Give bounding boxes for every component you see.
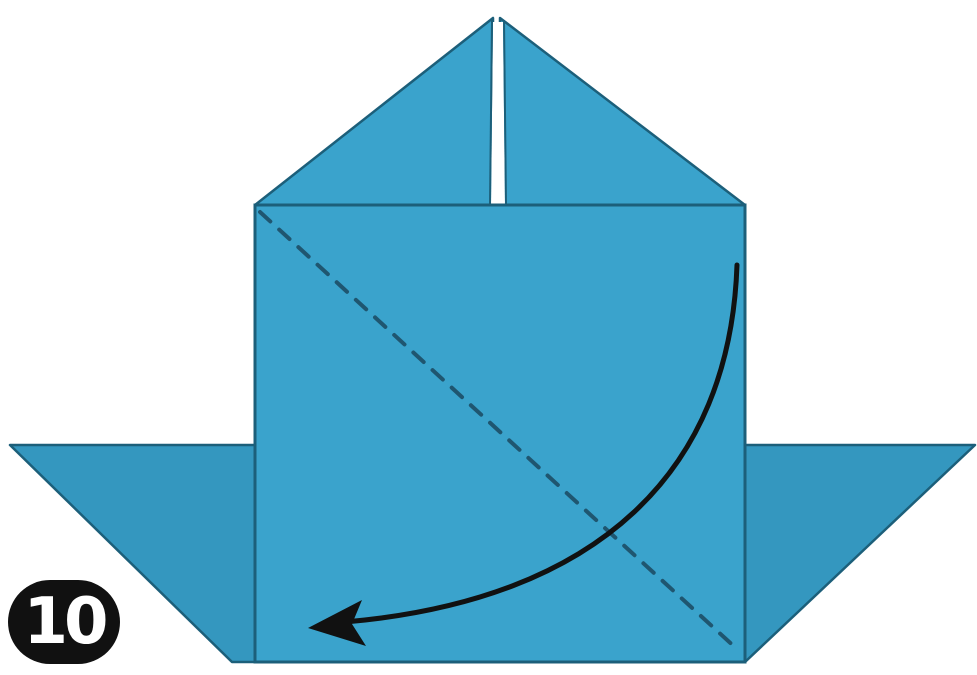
top-triangle-right-half [500, 18, 745, 205]
step-number-badge: 10 [8, 580, 120, 664]
center-slit [491, 22, 505, 205]
step-number: 10 [23, 590, 104, 654]
right-wing-flap [745, 445, 975, 662]
top-triangle-left-half [255, 18, 493, 205]
